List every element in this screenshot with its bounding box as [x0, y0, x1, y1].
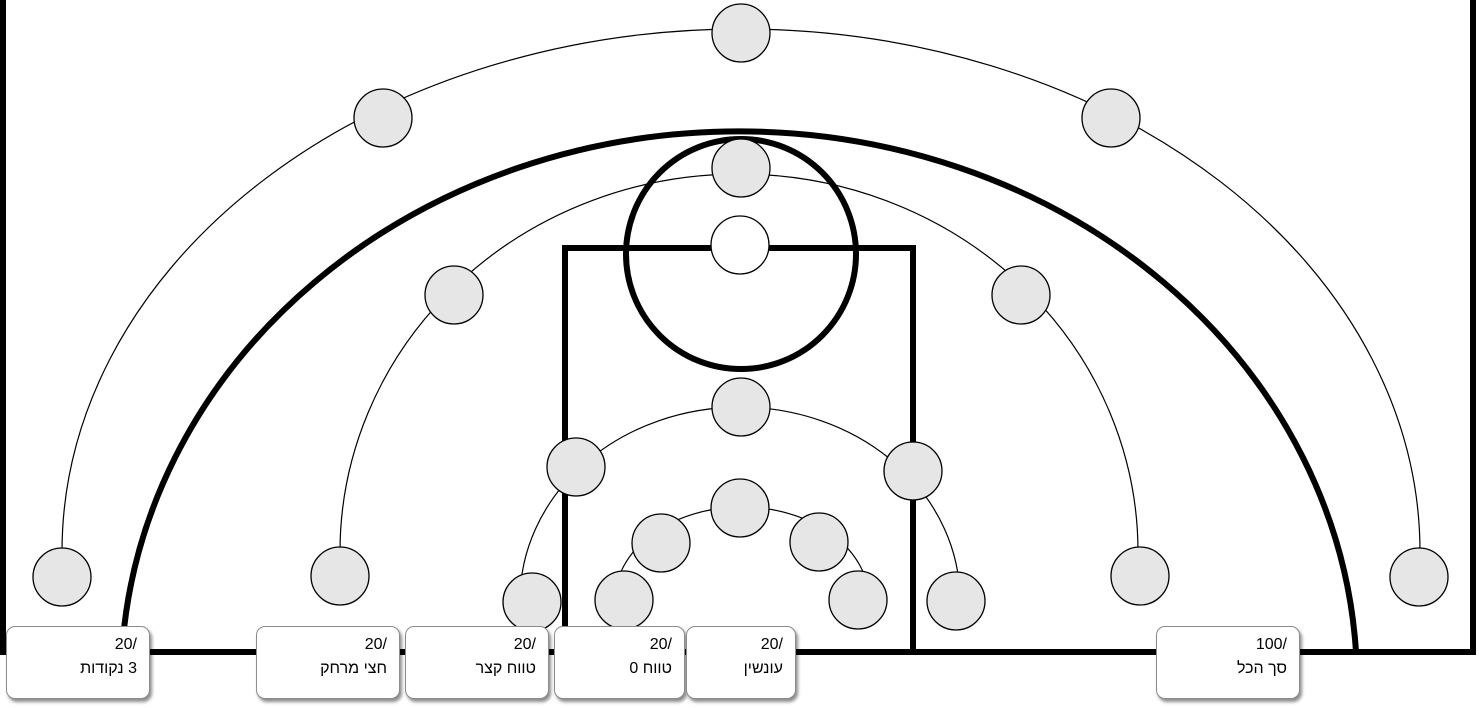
short-range-spot-right-baseline[interactable]	[926, 571, 986, 631]
total-label: סך הכל	[1236, 660, 1287, 677]
short-range-spot-right[interactable]	[883, 441, 943, 501]
zero-range-spot-left[interactable]	[631, 513, 691, 573]
mid-range-spot-top[interactable]	[711, 138, 771, 198]
court-boundary	[0, 0, 1476, 655]
zero-range-score: /20	[649, 636, 672, 653]
penalty-score-box[interactable]: /20 עונשין	[686, 626, 796, 699]
three-point-line	[119, 128, 1359, 653]
mid-range-spot-left-elbow[interactable]	[424, 265, 484, 325]
three-point-spot-top[interactable]	[711, 3, 771, 63]
mid-range-spot-left-baseline[interactable]	[310, 546, 370, 606]
penalty-score: /20	[760, 636, 783, 653]
three-point-spot-left-corner[interactable]	[32, 547, 92, 607]
short-range-spot-left-baseline[interactable]	[502, 572, 562, 632]
total-score-box[interactable]: /100 סך הכל	[1156, 626, 1300, 699]
zero-range-spot-left-baseline[interactable]	[594, 570, 654, 630]
mid-range-label: חצי מרחק	[320, 660, 387, 677]
short-range-label: טווח קצר	[475, 660, 536, 677]
free-throw-spot[interactable]	[710, 215, 770, 275]
three-points-score-box[interactable]: /20 3 נקודות	[6, 626, 150, 699]
mid-range-spot-right-elbow[interactable]	[991, 265, 1051, 325]
zero-range-spot-right[interactable]	[789, 512, 849, 572]
short-range-spot-top[interactable]	[711, 377, 771, 437]
three-points-score: /20	[114, 636, 137, 653]
short-range-score-box[interactable]: /20 טווח קצר	[405, 626, 549, 699]
zero-range-spot-top[interactable]	[710, 478, 770, 538]
three-point-shot-arc	[61, 28, 1421, 553]
zero-range-score-box[interactable]: /20 טווח 0	[554, 626, 685, 699]
three-point-spot-right-corner[interactable]	[1389, 547, 1449, 607]
three-point-spot-left-wing[interactable]	[353, 88, 413, 148]
mid-range-spot-right-baseline[interactable]	[1110, 546, 1170, 606]
short-range-score: /20	[513, 636, 536, 653]
penalty-label: עונשין	[743, 660, 783, 677]
zero-range-label: טווח 0	[629, 660, 672, 677]
zero-range-spot-right-baseline[interactable]	[828, 570, 888, 630]
mid-range-score-box[interactable]: /20 חצי מרחק	[256, 626, 400, 699]
short-range-spot-left[interactable]	[546, 437, 606, 497]
mid-range-score: /20	[364, 636, 387, 653]
total-score: /100	[1255, 636, 1287, 653]
three-points-label: 3 נקודות	[80, 660, 137, 677]
three-point-spot-right-wing[interactable]	[1081, 88, 1141, 148]
